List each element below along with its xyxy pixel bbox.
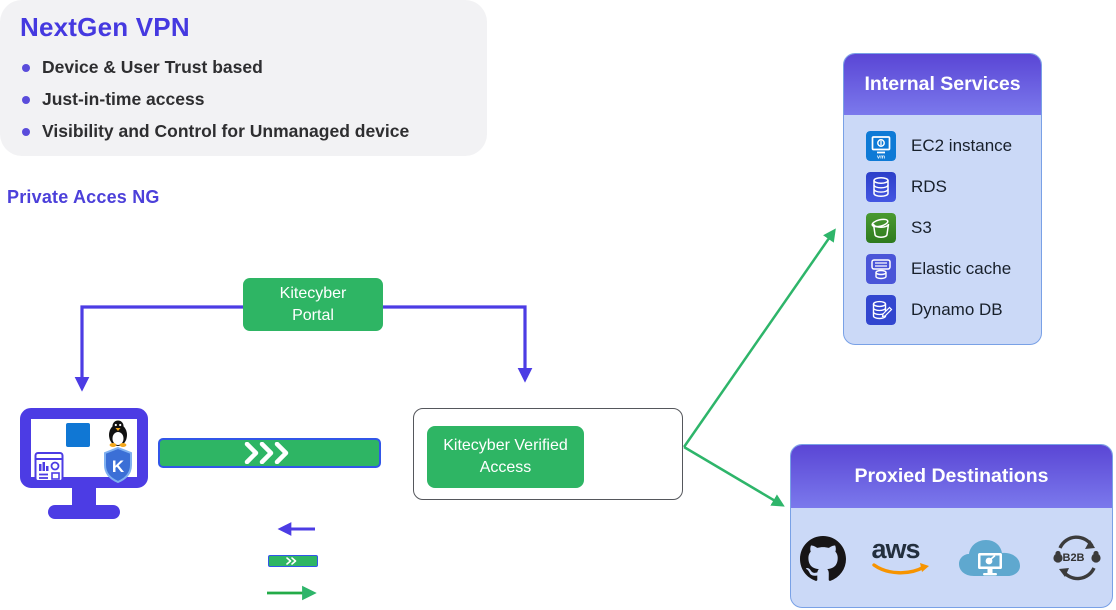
github-icon (799, 535, 846, 581)
proxied-destinations-header: Proxied Destinations (791, 445, 1112, 508)
service-row: Elastic cache (866, 248, 1041, 289)
aws-icon: aws (871, 533, 930, 582)
triple-chevron-icon (244, 442, 288, 464)
b2b-label: B2B (1062, 551, 1085, 564)
service-row: S3 (866, 207, 1041, 248)
feature-list: Device & User Trust based Just-in-time a… (20, 51, 467, 147)
aws-smile-icon (871, 562, 929, 574)
shield-letter: K (112, 457, 125, 476)
service-label: S3 (911, 217, 932, 237)
internal-services-list: vm EC2 instance RDS (844, 115, 1041, 330)
user-device-monitor: K (20, 408, 148, 520)
feature-item: Just-in-time access (20, 83, 467, 115)
dynamo-db-icon (866, 294, 896, 325)
dashboard-icon (34, 452, 64, 482)
service-row: vm EC2 instance (866, 125, 1041, 166)
monitor-stand-base (48, 505, 120, 519)
portal-to-device-arrow (74, 305, 243, 392)
service-row: Dynamo DB (866, 289, 1041, 330)
flow-bar (158, 438, 381, 468)
small-chevron-icon (286, 557, 297, 565)
proxied-destinations-panel: Proxied Destinations aws (790, 444, 1113, 608)
kitecyber-portal-node: Kitecyber Portal (243, 278, 383, 331)
service-label: Dynamo DB (911, 299, 1003, 319)
service-label: EC2 instance (911, 135, 1013, 155)
verified-to-proxied-arrow (683, 445, 785, 507)
nextgen-vpn-card: NextGen VPN Device & User Trust based Ju… (0, 0, 487, 156)
proxied-destinations-icons: aws (791, 508, 1112, 607)
linux-tux-icon (109, 420, 127, 447)
rds-icon (866, 171, 896, 202)
feature-item: Visibility and Control for Unmanaged dev… (20, 115, 467, 147)
elastic-cache-icon (866, 253, 896, 284)
service-label: RDS (911, 176, 947, 196)
card-title: NextGen VPN (20, 12, 190, 42)
aws-wordmark: aws (871, 533, 921, 564)
kitecyber-verified-access-node: Kitecyber Verified Access (427, 426, 584, 488)
verified-to-internal-arrow (682, 228, 836, 448)
windows-icon (66, 423, 90, 447)
private-access-label: Private Acces NG (7, 187, 160, 207)
verified-access-container (413, 408, 683, 500)
kitecyber-shield-icon: K (104, 446, 132, 484)
monitor-stand-neck (72, 487, 96, 507)
internal-services-header: Internal Services (844, 54, 1041, 115)
internal-services-panel: Internal Services vm EC2 instance (843, 53, 1042, 345)
feature-item: Device & User Trust based (20, 51, 467, 83)
service-row: RDS (866, 166, 1041, 207)
ec2-vm-badge: vm (877, 154, 885, 160)
s3-icon (866, 212, 896, 243)
legend-flow-bar (268, 555, 318, 567)
ec2-icon: vm (866, 130, 896, 161)
b2b-arrows-icon (1052, 535, 1101, 580)
b2b-exchange-icon: B2B (1050, 534, 1104, 584)
service-label: Elastic cache (911, 258, 1012, 278)
portal-to-verified-arrow (382, 305, 533, 383)
cloud-desktop-icon (958, 539, 1020, 576)
